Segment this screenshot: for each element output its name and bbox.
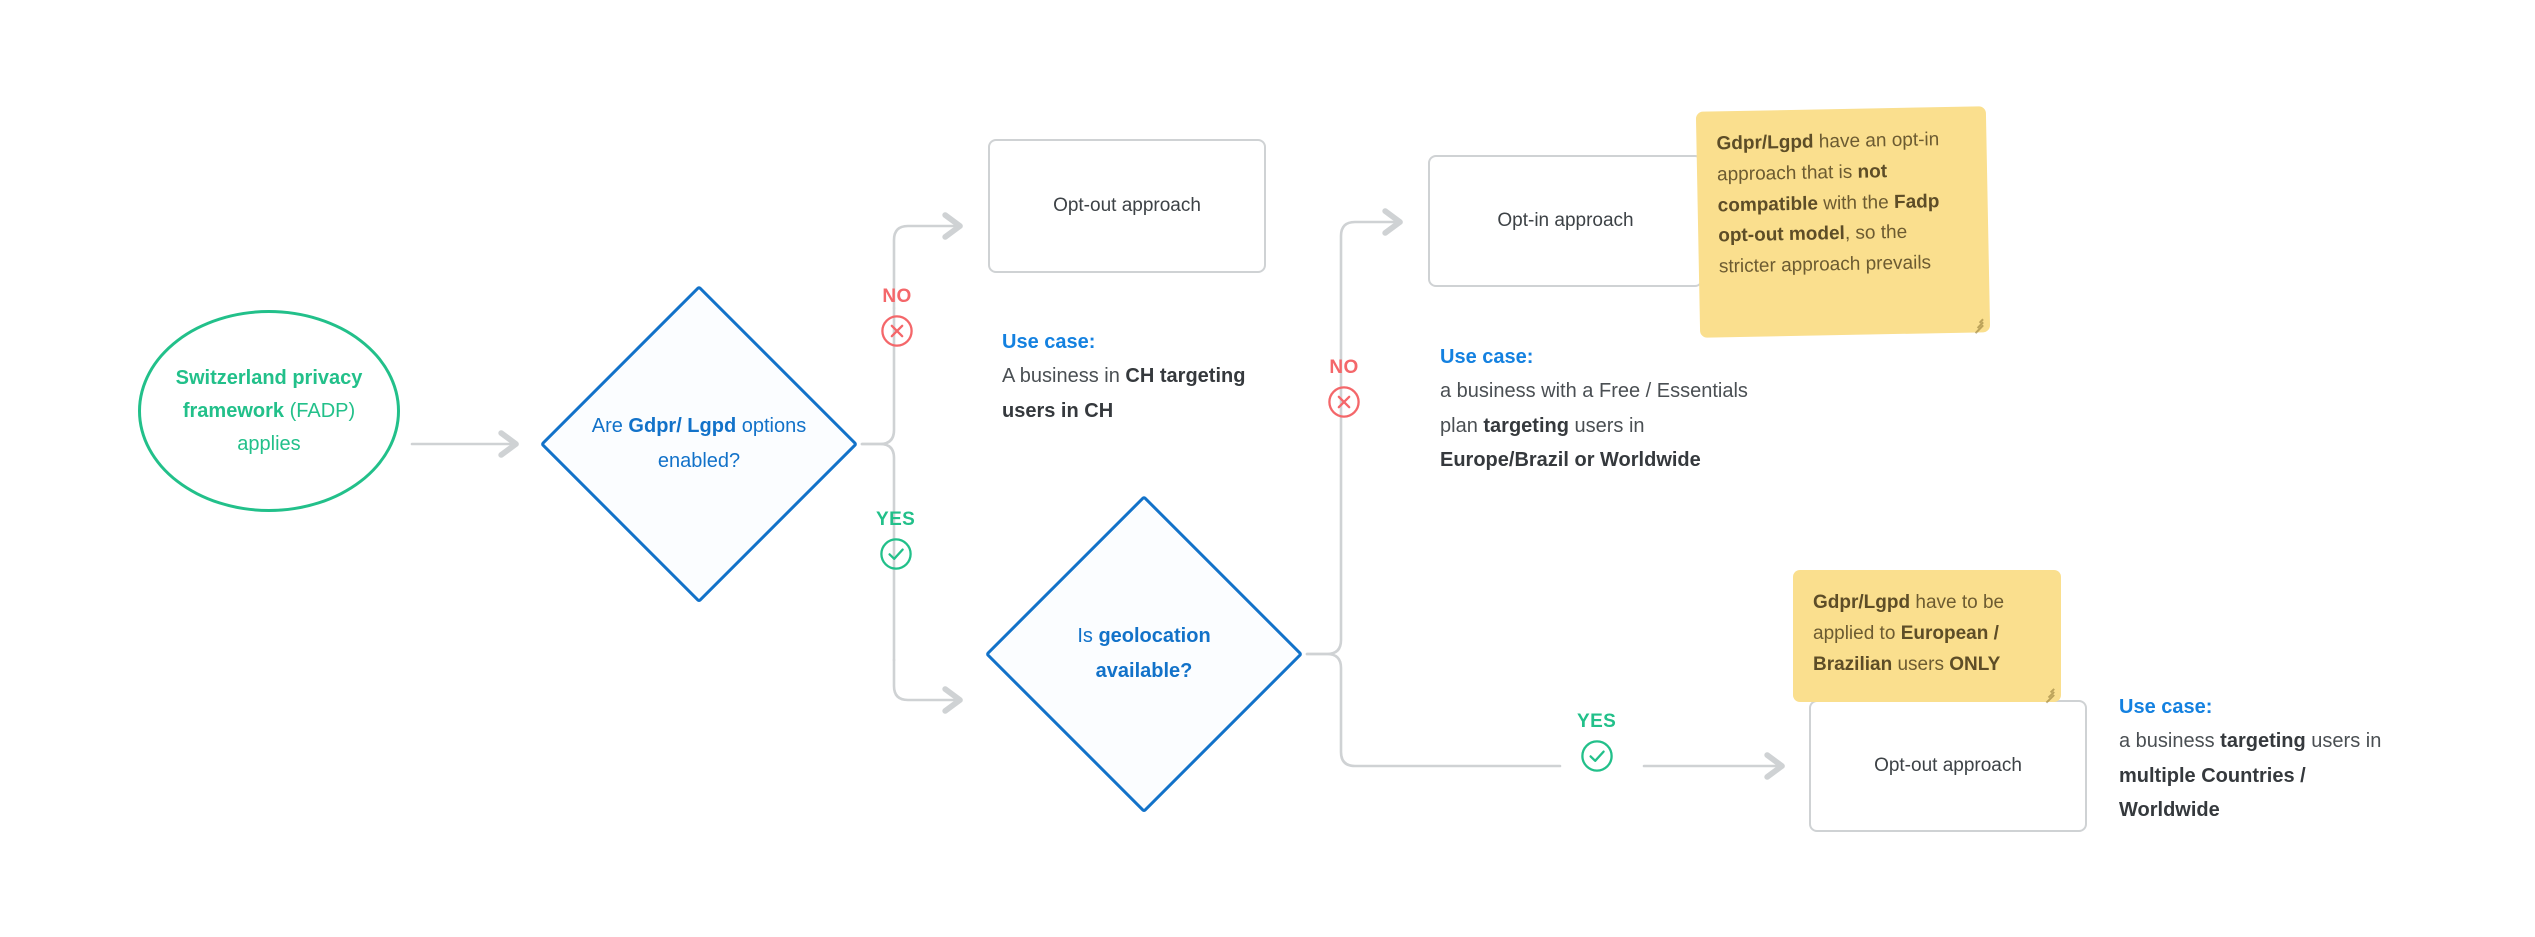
- circle-x-icon: [881, 315, 913, 347]
- branch-badge-yes-2: YES: [1577, 711, 1617, 773]
- decision-suffix: options enabled?: [657, 415, 807, 472]
- outcome-node-label: Opt-out approach: [1874, 755, 2022, 776]
- sticky-note-text: Gdpr/Lgpd have to be applied to European…: [1813, 592, 2005, 675]
- outcome-node-optout-2[interactable]: Opt-out approach: [1809, 700, 2087, 832]
- use-case-body: a business targeting users in multiple C…: [2119, 730, 2382, 822]
- sticky-note-text: Gdpr/Lgpd have an opt-in approach that i…: [1716, 129, 1940, 278]
- start-node-label: Switzerland privacy framework (FADP) app…: [141, 362, 397, 461]
- start-node-regular-text: (FADP) applies: [237, 399, 356, 455]
- use-case-title: Use case:: [1002, 331, 1096, 353]
- use-case-multiple-countries: Use case: a business targeting users in …: [2119, 690, 2409, 828]
- branch-badge-label: NO: [1329, 357, 1359, 378]
- sticky-note-eu-brazil-only[interactable]: Gdpr/Lgpd have to be applied to European…: [1793, 570, 2061, 703]
- branch-badge-label: NO: [882, 286, 912, 307]
- decision-label: Are Gdpr/ Lgpd options enabled?: [581, 409, 816, 479]
- decision-bold: geolocation available?: [1095, 625, 1211, 682]
- decision-label: Is geolocation available?: [1026, 619, 1261, 689]
- branch-badge-no-1: NO: [880, 286, 914, 348]
- use-case-ch: Use case: A business in CH targeting use…: [1002, 325, 1302, 428]
- use-case-title: Use case:: [2119, 696, 2213, 718]
- outcome-node-optout-1[interactable]: Opt-out approach: [988, 139, 1266, 273]
- outcome-node-label: Opt-out approach: [1053, 195, 1201, 216]
- outcome-node-optin[interactable]: Opt-in approach: [1428, 155, 1703, 287]
- decision-geolocation-available[interactable]: Is geolocation available?: [985, 495, 1303, 813]
- resize-handle-icon[interactable]: [2040, 683, 2055, 703]
- use-case-body: a business with a Free / Essentials plan…: [1440, 380, 1748, 472]
- decision-prefix: Is: [1077, 625, 1099, 647]
- use-case-title: Use case:: [1440, 346, 1534, 368]
- branch-badge-label: YES: [876, 509, 916, 530]
- use-case-body: A business in CH targeting users in CH: [1002, 365, 1246, 422]
- start-node-switzerland-framework[interactable]: Switzerland privacy framework (FADP) app…: [138, 310, 400, 512]
- circle-x-icon: [1328, 386, 1360, 418]
- decision-prefix: Are: [591, 415, 629, 437]
- branch-badge-label: YES: [1577, 711, 1617, 732]
- branch-badge-yes-1: YES: [876, 509, 916, 571]
- decision-bold: Gdpr/ Lgpd: [628, 415, 737, 437]
- circle-check-icon: [879, 538, 912, 570]
- decision-gdpr-lgpd-options[interactable]: Are Gdpr/ Lgpd options enabled?: [540, 285, 858, 603]
- outcome-node-label: Opt-in approach: [1497, 210, 1634, 231]
- use-case-europe-brazil: Use case: a business with a Free / Essen…: [1440, 340, 1760, 478]
- branch-badge-no-2: NO: [1327, 357, 1361, 419]
- circle-check-icon: [1580, 740, 1613, 772]
- start-node-bold-text: Switzerland privacy framework: [175, 366, 363, 422]
- sticky-note-opt-in-incompatible[interactable]: Gdpr/Lgpd have an opt-in approach that i…: [1695, 106, 1991, 338]
- resize-handle-icon[interactable]: [1969, 313, 1984, 334]
